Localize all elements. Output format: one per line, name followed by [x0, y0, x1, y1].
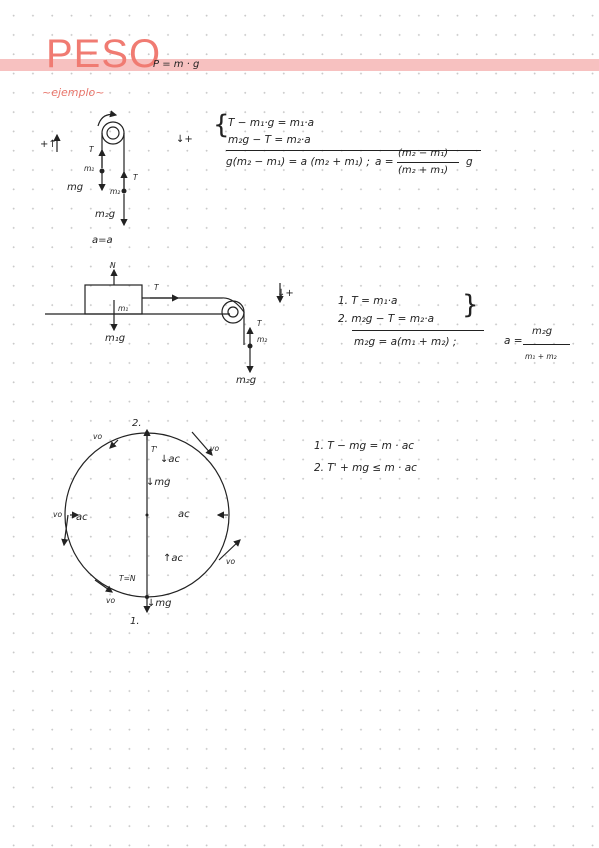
circle-velocity-bottom-right: vo — [226, 557, 236, 566]
pulley-down-positive: ↓+ — [176, 134, 193, 145]
table-tension: T — [154, 283, 159, 292]
pulley-equation-sum: g(m₂ − m₁) = a (m₂ + m₁) ; — [226, 156, 370, 168]
table-equation-sum: m₂g = a(m₁ + m₂) ; — [354, 336, 457, 348]
circle-velocity-bottom-left: vo — [106, 596, 116, 605]
circle-centripetal-bottom: ↑ac — [163, 553, 184, 564]
pulley-wheel — [101, 121, 125, 145]
table-acceleration-denominator: m₁ + m₂ — [525, 352, 557, 361]
circle-equation-1: 1. T − mg = m · ac — [314, 440, 415, 452]
pulley-acceleration-label: a = — [375, 156, 394, 168]
pulley-weight2-label: m₂g — [95, 209, 116, 220]
pulley-positive-direction: +↑ — [40, 139, 57, 150]
table-equation-2: 2. m₂g − T = m₂·a — [338, 313, 435, 325]
table-equation-1: 1. T = m₁·a — [338, 295, 398, 307]
circle-tension-top: T' — [151, 445, 158, 454]
table-weight2-label: m₂g — [236, 375, 257, 386]
circle-centripetal-left: ac — [76, 512, 88, 523]
pulley-equation-1: T − m₁·g = m₁·a — [228, 117, 315, 129]
table-sum-rule — [352, 330, 484, 332]
circle-velocity-left: vo — [53, 510, 63, 519]
table-mass1-label: m₁ — [118, 304, 129, 313]
table-mass2-label: m₂ — [257, 335, 268, 344]
table-system-brace: } — [462, 290, 479, 320]
system-brace: { — [213, 110, 230, 140]
weight-formula: P = m · g — [153, 59, 200, 70]
circle-centripetal-top: ↓ac — [160, 454, 181, 465]
circle-weight-bottom: ↓mg — [147, 598, 172, 609]
table-hanging-tension: T — [257, 319, 262, 328]
pulley-acceleration-numerator: (m₂ − m₁) — [398, 148, 449, 159]
title-highlight — [0, 59, 599, 71]
pulley-equation-2: m₂g − T = m₂·a — [228, 134, 311, 146]
table-acceleration-numerator: m₂g — [532, 326, 553, 337]
table-fraction-bar — [523, 344, 570, 346]
circle-weight-top: ↓mg — [146, 477, 171, 488]
pulley-acceleration-denominator: (m₂ + m₁) — [398, 165, 449, 176]
page-title: PESO — [46, 32, 162, 76]
circle-centripetal-right: ac — [178, 509, 190, 520]
pulley-weight1-label: mg — [67, 182, 84, 193]
pulley-sum-rule — [226, 150, 481, 152]
table-pulley — [221, 300, 245, 324]
circle-equation-2: 2. T' + mg ≤ m · ac — [314, 462, 417, 474]
circle-velocity-top-left: vo — [93, 432, 103, 441]
circle-top-point-label: 2. — [132, 418, 142, 429]
pulley-fraction-bar — [397, 162, 459, 164]
circle-bottom-point-label: 1. — [130, 616, 140, 627]
table-down-positive: ↓+ — [277, 288, 294, 299]
circle-tension-normal: T=N — [119, 574, 136, 583]
pulley-mass1-label: m₁ — [84, 164, 95, 173]
circle-velocity-top-right: vo — [210, 444, 220, 453]
example-subtitle: ~ejemplo~ — [42, 86, 105, 99]
table-normal-force: N — [110, 261, 116, 270]
pulley-tension-right: T — [133, 173, 138, 182]
pulley-tension-left: T — [89, 145, 94, 154]
table-weight1-label: m₁g — [105, 333, 126, 344]
pulley-gravity-factor: g — [466, 156, 473, 168]
pulley-acceleration-equality: a=a — [92, 235, 113, 246]
pulley-mass2-label: m₂ — [110, 187, 121, 196]
table-acceleration-label: a = — [504, 335, 523, 347]
